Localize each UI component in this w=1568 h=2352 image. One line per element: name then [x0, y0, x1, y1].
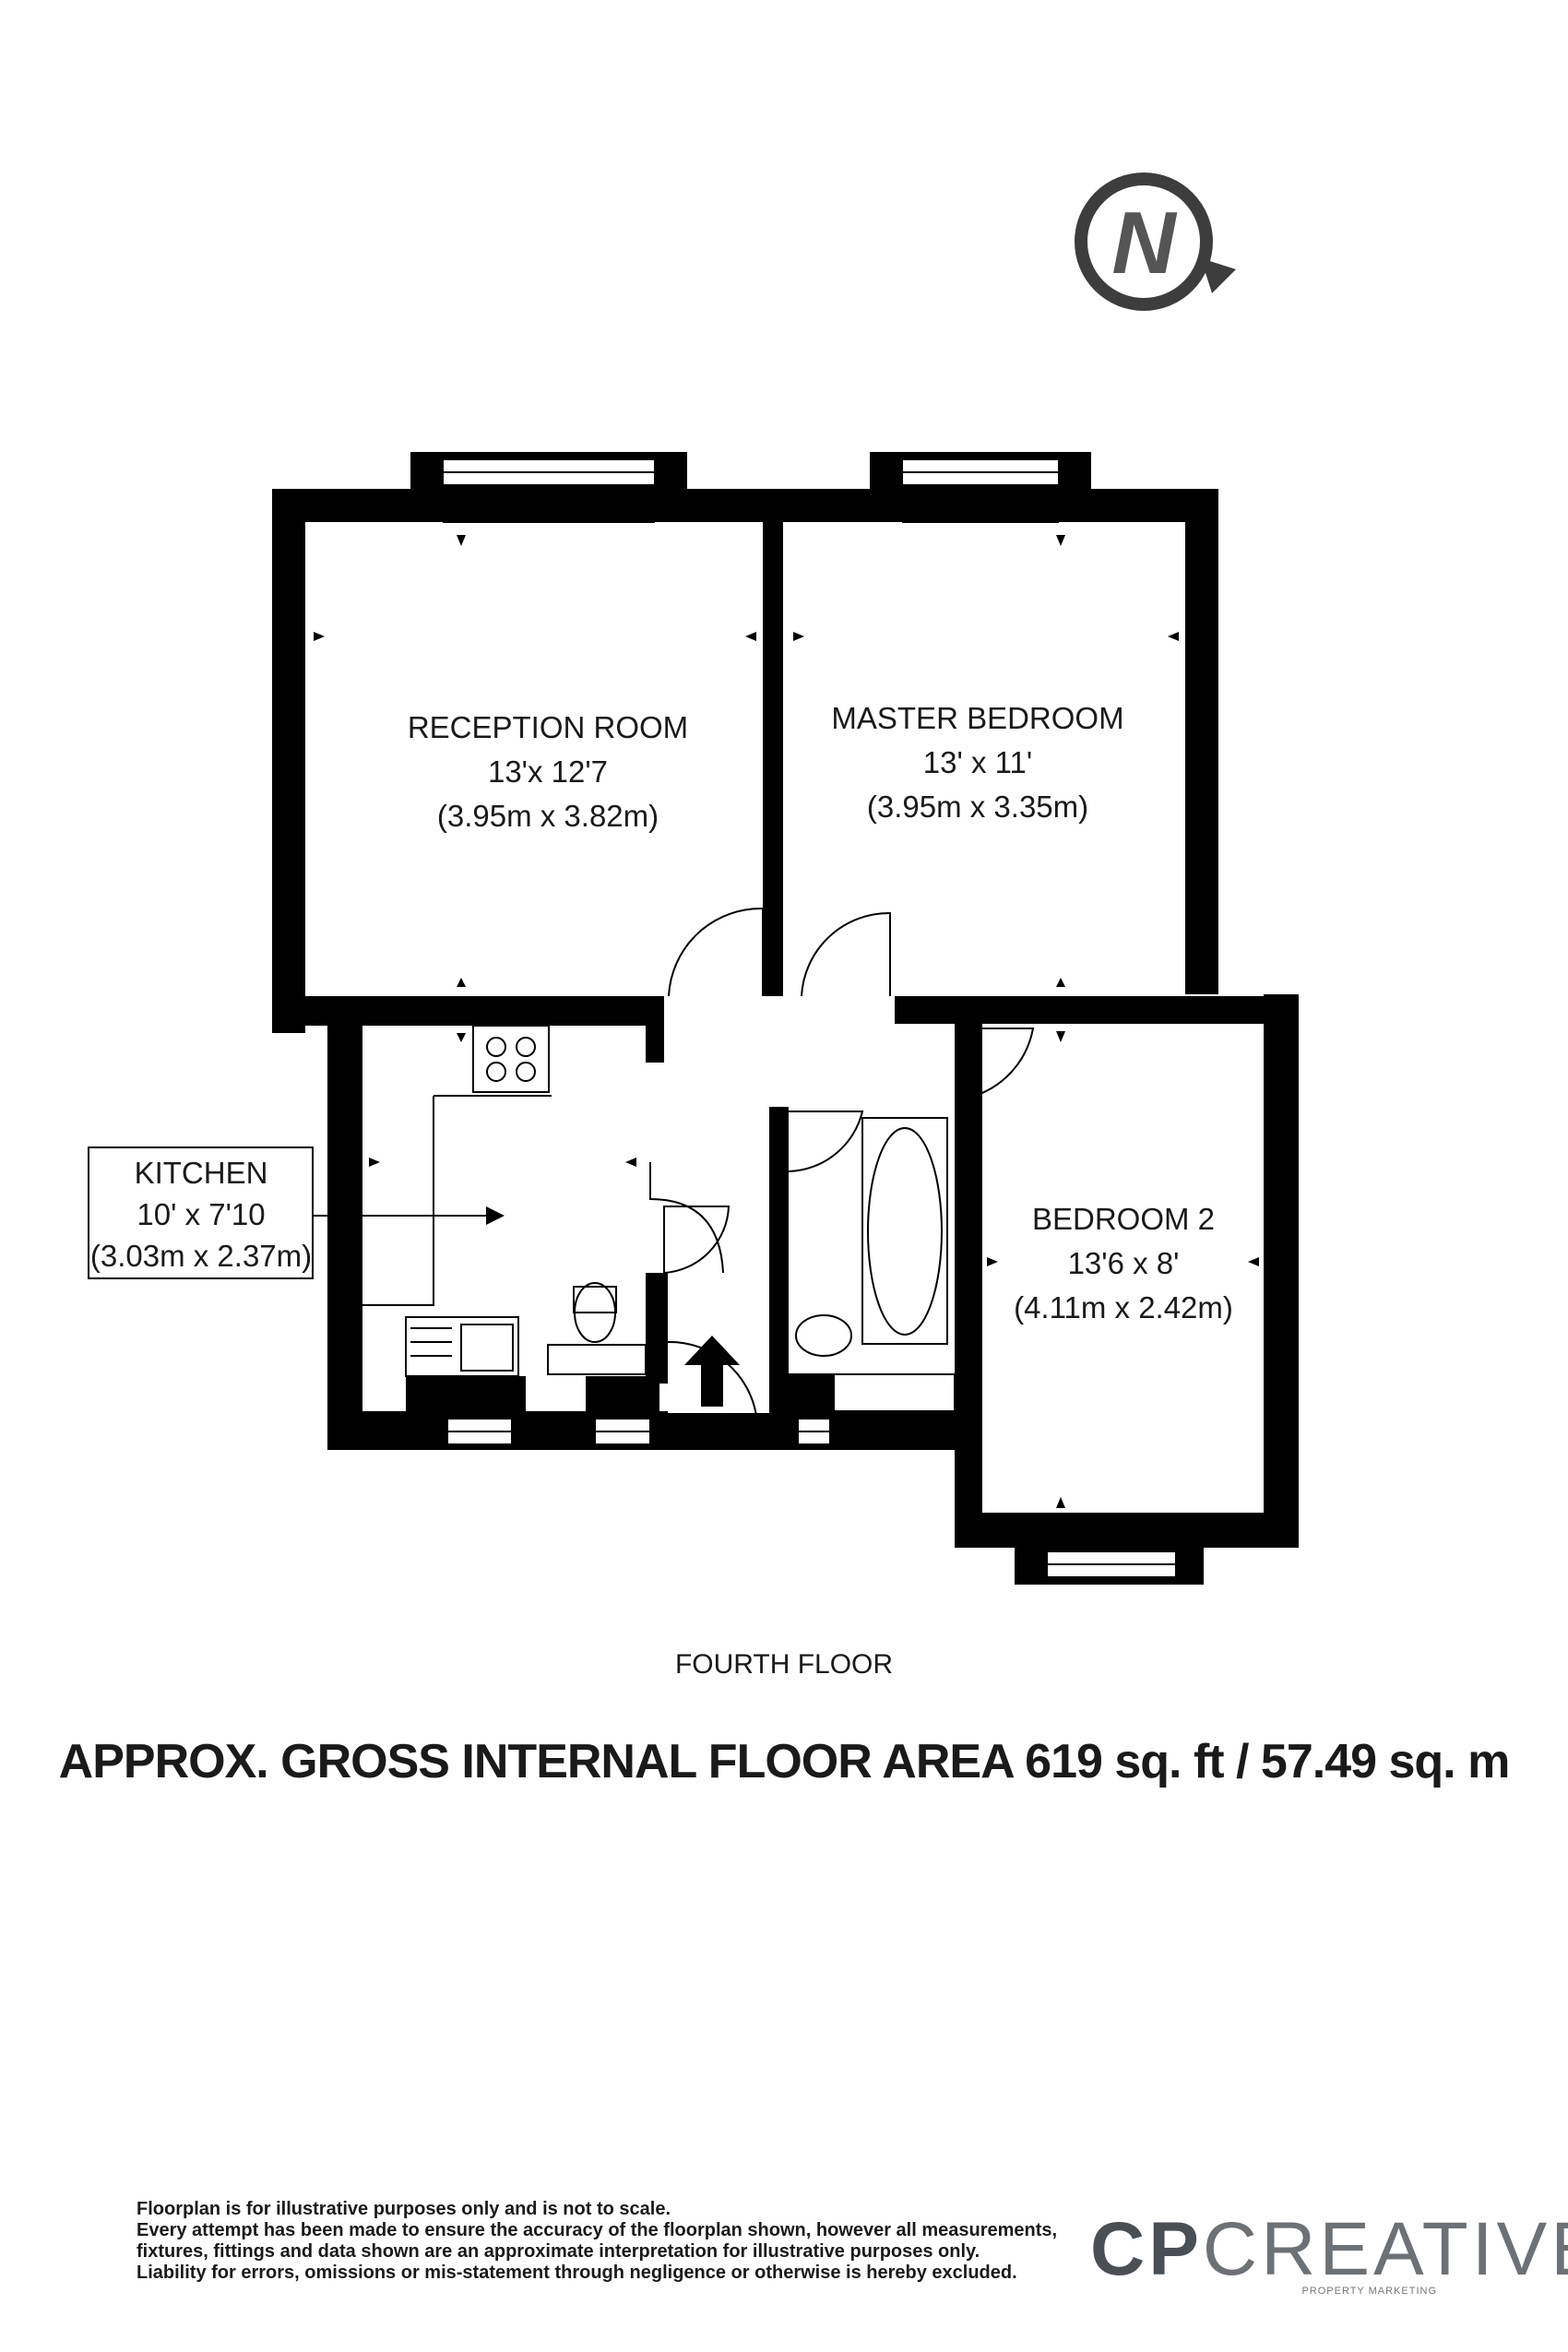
reception-name: RECEPTION ROOM	[408, 710, 688, 744]
hob-icon	[472, 1025, 550, 1093]
master-name: MASTER BEDROOM	[831, 701, 1123, 735]
logo-bold: CP	[1090, 2207, 1203, 2291]
kitchen-fittings	[362, 1025, 552, 1377]
bath-icon	[861, 1117, 948, 1345]
kitchen-imperial: 10' x 7'10	[137, 1197, 265, 1231]
dimension-arrows	[314, 535, 1259, 1508]
disclaimer-line: Liability for errors, omissions or mis-s…	[137, 2263, 1017, 2283]
entrance-arrow-icon	[684, 1336, 740, 1407]
bedroom2-name: BEDROOM 2	[1032, 1202, 1215, 1236]
compass-north-label: N	[1111, 194, 1177, 292]
bathroom-fittings	[788, 1117, 956, 1412]
openings	[305, 522, 1264, 1513]
bedroom2-imperial: 13'6 x 8'	[1068, 1246, 1180, 1280]
disclaimer-line: fixtures, fittings and data shown are an…	[137, 2241, 980, 2262]
sink-icon	[405, 1316, 519, 1377]
master-imperial: 13' x 11'	[923, 745, 1032, 779]
area-label: APPROX. GROSS INTERNAL FLOOR AREA 619 sq…	[58, 1735, 1511, 1788]
bedroom2-metric: (4.11m x 2.42m)	[1014, 1290, 1233, 1324]
reception-imperial: 13'x 12'7	[488, 754, 608, 789]
toilet-icon	[547, 1282, 647, 1375]
reception-metric: (3.95m x 3.82m)	[437, 799, 659, 833]
logo-tagline: PROPERTY MARKETING	[1301, 2286, 1437, 2297]
master-metric: (3.95m x 3.35m)	[867, 790, 1088, 824]
kitchen-label-box	[88, 1146, 505, 1279]
disclaimer: Floorplan is for illustrative purposes o…	[137, 2199, 1077, 2284]
floor-label: FOURTH FLOOR	[674, 1649, 894, 1680]
logo-light: CREATIVE	[1202, 2207, 1568, 2291]
compass-icon: N	[1075, 172, 1236, 311]
kitchen-name: KITCHEN	[135, 1156, 268, 1190]
basin-icon	[795, 1314, 852, 1357]
disclaimer-line: Every attempt has been made to ensure th…	[137, 2220, 1058, 2240]
disclaimer-line: Floorplan is for illustrative purposes o…	[137, 2199, 671, 2219]
kitchen-metric: (3.03m x 2.37m)	[90, 1239, 312, 1273]
cp-creative-logo: CPCREATIVE PROPERTY MARKETING	[1090, 2212, 1568, 2298]
